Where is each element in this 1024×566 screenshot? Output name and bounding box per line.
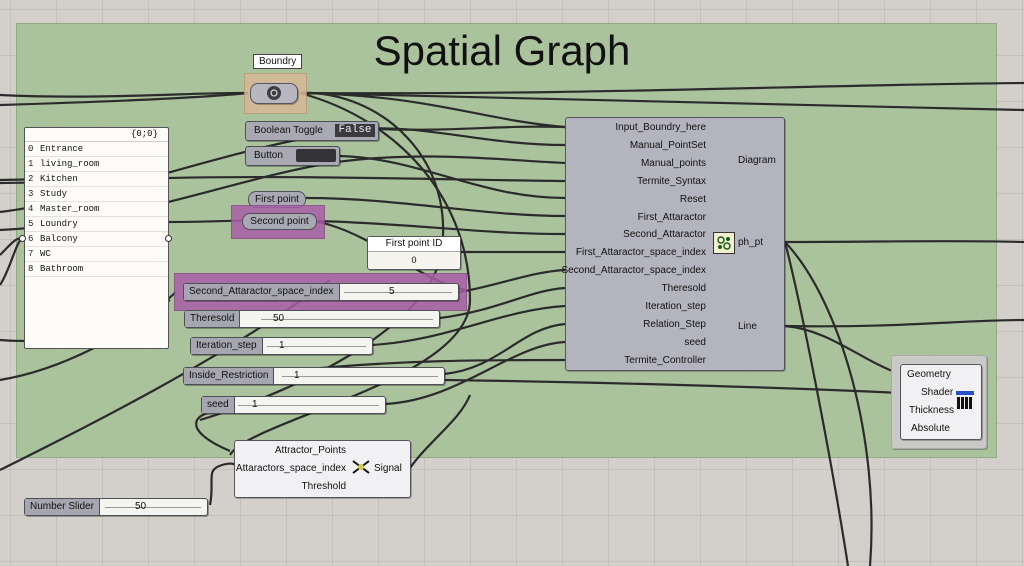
main-input-relation-step[interactable]: Relation_Step: [643, 318, 706, 330]
main-input-termite-controller[interactable]: Termite_Controller: [624, 354, 706, 366]
signal-input-2[interactable]: Threshold: [301, 481, 346, 492]
panel-row-index: 4: [28, 204, 34, 214]
signal-input-0[interactable]: Attractor_Points: [274, 445, 346, 456]
panel-row: 0 Entrance: [25, 142, 168, 157]
inside-restriction-slider[interactable]: Inside_Restriction 1: [183, 367, 445, 385]
first-point-id-value: 0: [411, 255, 417, 265]
main-input-termite-syntax[interactable]: Termite_Syntax: [637, 175, 706, 187]
panel-row: 1 living_room: [25, 157, 168, 172]
boolean-toggle[interactable]: Boolean Toggle False: [245, 121, 379, 141]
preview-icon: [956, 391, 974, 409]
group-title: Spatial Graph: [373, 27, 631, 74]
signal-output[interactable]: Signal: [374, 463, 402, 474]
seed-slider[interactable]: seed 1: [201, 396, 386, 414]
first-point-id-panel[interactable]: First point ID 0: [367, 236, 461, 270]
panel-row-text: Balcony: [40, 234, 78, 244]
ph-pt-output[interactable]: ph_pt: [738, 237, 764, 248]
main-input-first-attaractor[interactable]: First_Attaractor: [637, 211, 706, 223]
room-list-panel[interactable]: {0;0} 0 Entrance 1 living_room 2 Kitchen 3 Stud…: [24, 127, 169, 349]
seed-label: seed: [202, 397, 235, 413]
seed-value[interactable]: 1: [252, 399, 258, 410]
panel-row-index: 6: [28, 234, 34, 244]
panel-row-index: 1: [28, 159, 34, 169]
preview-input-2[interactable]: Thickness: [909, 405, 955, 416]
main-input-second-attaractor-space-index[interactable]: Second_Attaractor_space_index: [561, 265, 706, 277]
panel-row: 5 Loundry: [25, 217, 168, 232]
preview-input-1[interactable]: Shader: [921, 387, 954, 398]
button-label: Button: [254, 150, 283, 161]
panel-row-text: Kitchen: [40, 174, 78, 184]
panel-row-index: 8: [28, 264, 34, 274]
button-component[interactable]: Button: [245, 146, 340, 166]
main-input-manual-points[interactable]: Manual_points: [640, 157, 706, 169]
diagram-output[interactable]: Diagram: [738, 155, 776, 166]
number-slider[interactable]: Number Slider 50: [24, 498, 208, 516]
panel-row: 4 Master_room: [25, 202, 168, 217]
signal-icon: [351, 457, 371, 477]
first-point-param[interactable]: First point: [248, 191, 306, 208]
custom-preview-component[interactable]: Geometry Shader Thickness Absolute: [900, 364, 982, 440]
main-input-second-attaractor[interactable]: Second_Attaractor: [623, 229, 706, 241]
main-input-iteration-step[interactable]: Iteration_step: [645, 301, 706, 312]
iteration-step-slider[interactable]: Iteration_step 1: [190, 337, 373, 355]
panel-row-text: WC: [40, 249, 51, 259]
panel-row-index: 7: [28, 249, 34, 259]
boolean-toggle-value[interactable]: False: [335, 124, 375, 137]
second-point-param[interactable]: Second point: [242, 213, 317, 230]
second-attaractor-label: Second_Attaractor_space_index: [184, 284, 340, 300]
line-output[interactable]: Line: [738, 321, 757, 332]
boolean-toggle-label: Boolean Toggle: [254, 125, 323, 136]
signal-component[interactable]: Attractor_Points Attaractors_space_index…: [234, 440, 411, 498]
panel-row: 2 Kitchen: [25, 172, 168, 187]
main-input-first-attaractor-space-index[interactable]: First_Attaractor_space_index: [575, 247, 706, 259]
panel-header: {0;0}: [25, 128, 168, 142]
curve-param-icon: [267, 86, 281, 100]
panel-row-text: Loundry: [40, 219, 78, 229]
signal-input-1[interactable]: Attaractors_space_index: [235, 463, 346, 474]
panel-row-text: Entrance: [40, 144, 84, 154]
second-attaractor-value[interactable]: 5: [389, 286, 395, 297]
inside-restriction-label: Inside_Restriction: [184, 368, 275, 384]
panel-input-port[interactable]: [19, 235, 26, 242]
first-point-id-title: First point ID: [368, 237, 460, 252]
theresold-label: Theresold: [185, 311, 241, 327]
inside-restriction-value[interactable]: 1: [294, 370, 300, 381]
main-input-theresold[interactable]: Theresold: [661, 283, 706, 295]
panel-row-text: Master_room: [40, 204, 100, 214]
panel-row: 6 Balcony: [25, 232, 168, 247]
theresold-slider[interactable]: Theresold 50: [184, 310, 440, 328]
button-face[interactable]: [296, 149, 336, 162]
panel-row-text: Bathroom: [40, 264, 84, 274]
panel-row-index: 0: [28, 144, 34, 154]
panel-row: 7 WC: [25, 247, 168, 262]
main-input-reset[interactable]: Reset: [679, 193, 706, 205]
panel-row-index: 3: [28, 189, 34, 199]
iteration-step-label: Iteration_step: [191, 338, 263, 354]
main-input-input-boundry-here[interactable]: Input_Boundry_here: [615, 122, 706, 133]
panel-output-port[interactable]: [165, 235, 172, 242]
number-slider-value[interactable]: 50: [135, 501, 147, 512]
termite-component-icon: [713, 232, 735, 254]
preview-input-3[interactable]: Absolute: [911, 423, 950, 434]
main-input-seed[interactable]: seed: [684, 336, 706, 348]
second-attaractor-slider[interactable]: Second_Attaractor_space_index 5: [183, 283, 459, 301]
iteration-step-value[interactable]: 1: [279, 340, 285, 351]
panel-rows: 0 Entrance 1 living_room 2 Kitchen 3 Study 4 Mast…: [25, 142, 168, 277]
number-slider-label: Number Slider: [25, 499, 100, 515]
main-input-manual-pointset[interactable]: Manual_PointSet: [629, 139, 706, 151]
preview-input-0[interactable]: Geometry: [907, 369, 951, 380]
boundry-label: Boundry: [253, 54, 303, 69]
panel-row-text: Study: [40, 189, 68, 199]
panel-row: 8 Bathroom: [25, 262, 168, 277]
boundry-param[interactable]: [250, 83, 298, 104]
panel-row: 3 Study: [25, 187, 168, 202]
panel-row-index: 5: [28, 219, 34, 229]
theresold-value[interactable]: 50: [273, 313, 285, 324]
panel-row-index: 2: [28, 174, 34, 184]
panel-row-text: living_room: [40, 159, 100, 169]
